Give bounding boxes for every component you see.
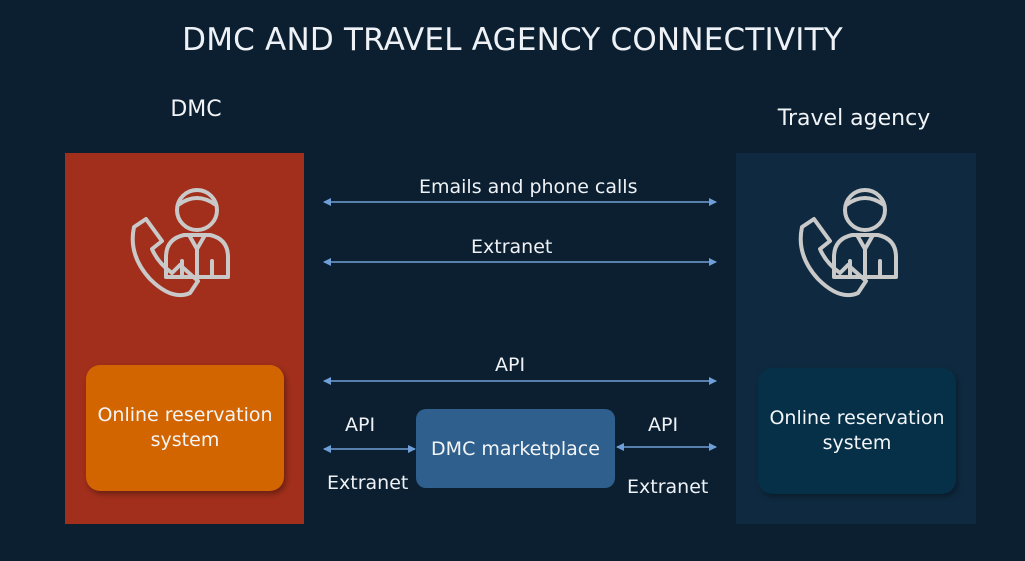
dmc-marketplace-label: DMC marketplace	[431, 437, 600, 460]
api-direct-label: API	[495, 354, 526, 376]
diagram-title: DMC AND TRAVEL AGENCY CONNECTIVITY	[182, 22, 843, 58]
support-agent-phone-icon	[798, 188, 898, 298]
travel-agency-label: Travel agency	[777, 106, 931, 131]
dmc-marketplace-box: DMC marketplace	[416, 409, 615, 488]
travel-agency-reservation-system-label: Online reservation system	[769, 407, 945, 454]
api-right-label: API	[648, 414, 679, 436]
support-agent-phone-icon	[130, 188, 230, 298]
travel-agency-reservation-system-box: Online reservation system	[758, 368, 956, 494]
api-left-label: API	[345, 414, 376, 436]
extranet-right-label: Extranet	[627, 476, 709, 498]
dmc-label: DMC	[170, 97, 222, 122]
dmc-reservation-system-box: Online reservation system	[86, 365, 284, 491]
extranet-left-label: Extranet	[327, 472, 409, 494]
extranet-label: Extranet	[471, 236, 553, 258]
dmc-reservation-system-label: Online reservation system	[97, 404, 273, 451]
emails-label: Emails and phone calls	[419, 176, 638, 198]
